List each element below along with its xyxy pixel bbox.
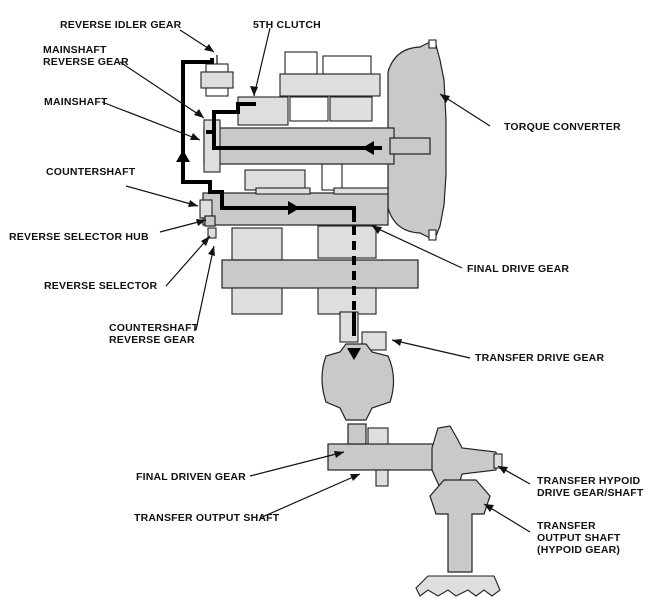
label-countershaft: COUNTERSHAFT [46,166,136,178]
label-reverse-selector-hub: REVERSE SELECTOR HUB [9,231,149,243]
transfer-hypoid-drive-gear [431,425,503,489]
label-reverse-selector: REVERSE SELECTOR [44,280,158,292]
label-transfer-output-shaft: TRANSFER OUTPUT SHAFT [134,512,280,524]
label-transfer-drive-gear: TRANSFER DRIVE GEAR [475,352,605,364]
label-torque-converter: TORQUE CONVERTER [504,121,621,133]
label-countershaft-reverse-gear: COUNTERSHAFT REVERSE GEAR [109,322,199,346]
differential [321,343,441,487]
flow-arrowheads [176,141,374,360]
label-final-driven-gear: FINAL DRIVEN GEAR [136,471,246,483]
label-transfer-hypoid-drive-gear-shaft: TRANSFER HYPOID DRIVE GEAR/SHAFT [537,475,644,499]
secondary-shaft [221,225,419,315]
transfer-output-shaft-hypoid-gear [415,479,501,597]
reverse-idler-gear [200,55,234,97]
power-flow-path [181,58,382,336]
reverse-selector-assembly [204,215,217,239]
mainshaft-gear-pack [237,51,381,191]
label-5th-clutch: 5TH CLUTCH [253,19,321,31]
leader-lines [101,27,531,533]
label-final-drive-gear: FINAL DRIVE GEAR [467,263,570,275]
label-mainshaft: MAINSHAFT [44,96,108,108]
label-mainshaft-reverse-gear: MAINSHAFT REVERSE GEAR [43,44,129,68]
label-transfer-output-shaft-hypoid-gear: TRANSFER OUTPUT SHAFT (HYPOID GEAR) [537,520,621,556]
label-reverse-idler-gear: REVERSE IDLER GEAR [60,19,182,31]
